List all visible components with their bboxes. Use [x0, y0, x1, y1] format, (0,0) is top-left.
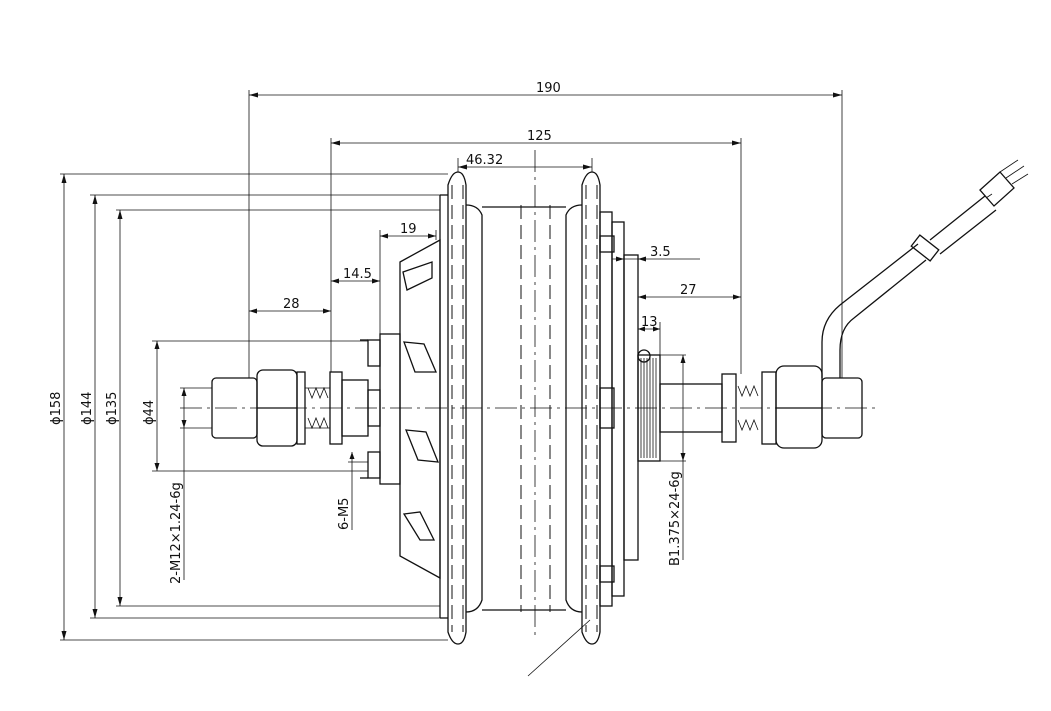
dia-158: ϕ158: [49, 392, 64, 425]
dim-28: 28: [283, 297, 300, 312]
dim-190: 190: [536, 81, 561, 96]
dia-144: ϕ144: [80, 392, 95, 425]
leader-line: [527, 619, 591, 677]
dia-44: ϕ44: [142, 400, 157, 425]
thread-freewheel: B1.375×24-6g: [668, 471, 683, 566]
right-axle: [637, 349, 863, 462]
dim-3-5: 3.5: [650, 245, 671, 260]
dim-46-32: 46.32: [466, 153, 503, 168]
dimension-lines: [61, 92, 842, 640]
centerlines: [180, 150, 875, 640]
cover-slots: [402, 261, 440, 541]
dim-19: 19: [400, 222, 417, 237]
dim-125: 125: [527, 129, 552, 144]
dim-13: 13: [641, 315, 658, 330]
freewheel-thread: [640, 358, 657, 458]
thread-axle: 2-M12×1.24-6g: [169, 482, 184, 584]
dim-14-5: 14.5: [343, 267, 372, 282]
dia-135: ϕ135: [105, 392, 120, 425]
dim-27: 27: [680, 283, 697, 298]
extension-lines: [60, 90, 843, 641]
dimension-labels: 190 125 46.32 19 14.5 28 3.5 27 13 ϕ158 …: [49, 81, 697, 584]
left-axle: [211, 369, 369, 447]
motor-cable: [821, 159, 1029, 378]
thread-bolts: 6-M5: [337, 498, 352, 530]
